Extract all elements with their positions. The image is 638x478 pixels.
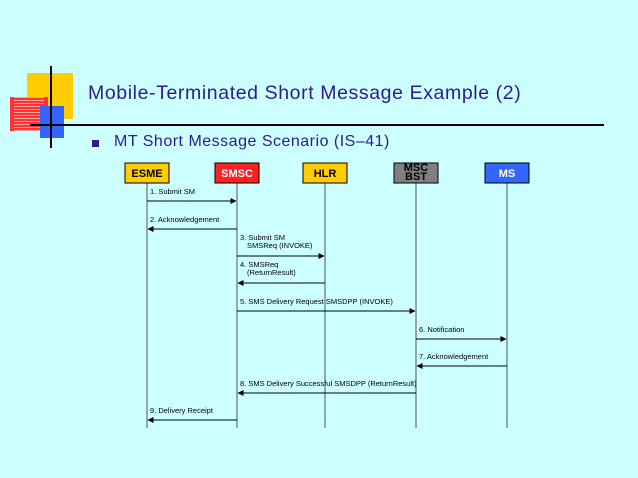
smsc-entity-label: SMSC [221, 168, 253, 180]
message-label-5: 5. SMS Delivery Request SMSDPP (INVOKE) [240, 297, 393, 306]
message-label-3: 3. Submit SM [240, 233, 285, 242]
ms-entity-label: MS [499, 168, 516, 180]
message-label-8: 8. SMS Delivery Successful SMSDPP (Retur… [240, 379, 417, 388]
message-label-9: 9. Delivery Receipt [150, 406, 214, 415]
hlr-entity-box [302, 162, 348, 184]
bullet-square-icon [92, 140, 99, 147]
message-label-6: 6. Notification [419, 325, 464, 334]
message-label-4: 4. SMSReq [240, 260, 278, 269]
message-label-7: 7. Acknowledgement [419, 352, 489, 361]
message-label-3: SMSReq (INVOKE) [247, 241, 313, 250]
slide-title: Mobile-Terminated Short Message Example … [88, 82, 522, 104]
msc-entity-label: BST [405, 171, 427, 183]
message-label-4: (ReturnResult) [247, 268, 296, 277]
message-label-1: 1. Submit SM [150, 187, 195, 196]
msc-entity-label: MSC [404, 162, 429, 174]
decor-vertical-line [50, 66, 52, 148]
decor-blue-square [40, 106, 64, 138]
title-underline [30, 124, 604, 126]
msc-entity-box [393, 162, 439, 184]
esme-entity-label: ESME [131, 168, 162, 180]
esme-entity-box [124, 162, 170, 184]
message-label-2: 2. Acknowledgement [150, 215, 220, 224]
ms-entity-box [484, 162, 530, 184]
hlr-entity-label: HLR [314, 168, 337, 180]
smsc-entity-box [214, 162, 260, 184]
bullet-text: MT Short Message Scenario (IS–41) [114, 133, 390, 150]
